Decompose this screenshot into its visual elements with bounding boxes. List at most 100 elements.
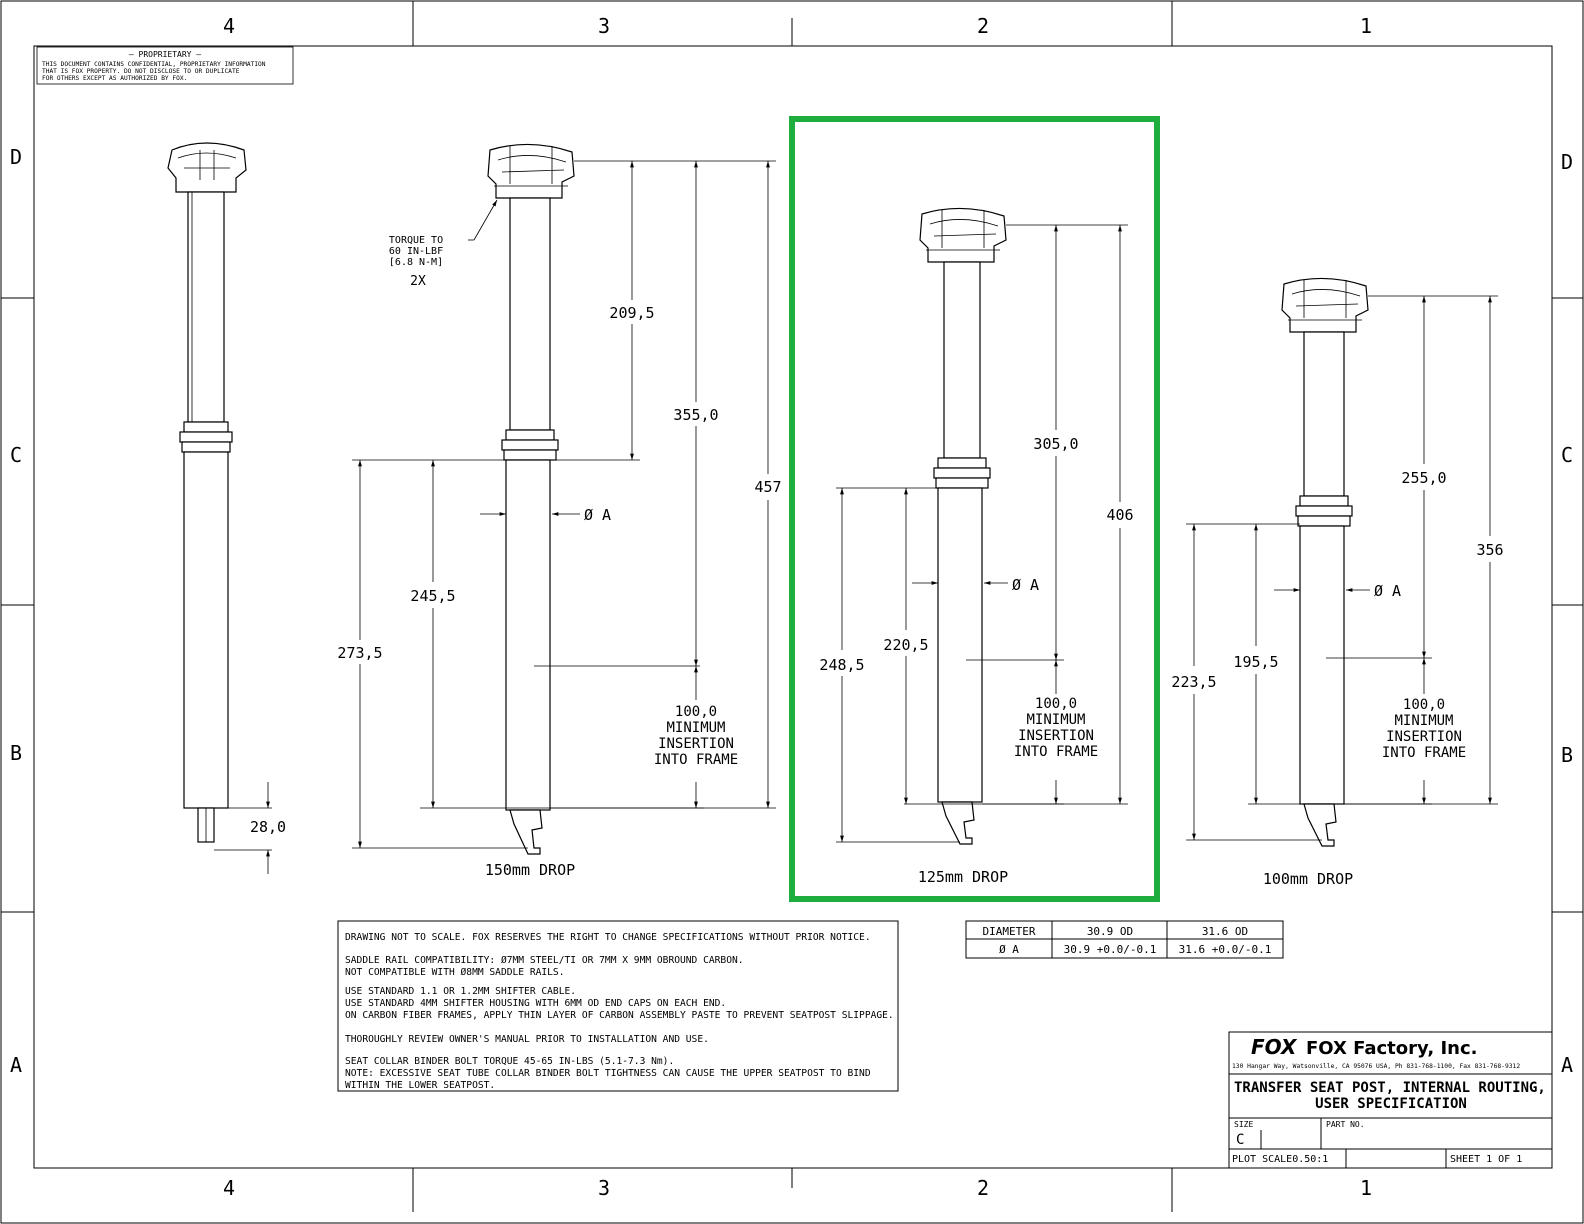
zone-row-b-right: B [1561, 743, 1573, 767]
dims-100mm: 255,0 356 195,5 223,5 Ø A 100,0 MINIMUM … [1171, 295, 1504, 841]
zone-col-4-top: 4 [223, 14, 235, 38]
dim-406: 406 [1106, 506, 1133, 524]
zone-row-d-left: D [10, 145, 22, 169]
table-header-diameter: DIAMETER [983, 925, 1036, 938]
title-block: FOX FOX Factory, Inc. 130 Hangar Way, Wa… [1228, 1031, 1553, 1169]
torque-qty: 2X [410, 274, 426, 289]
note-10: WITHIN THE LOWER SEATPOST. [345, 1080, 495, 1091]
insertion-125-line-2: MINIMUM [1026, 712, 1085, 728]
label-100mm-drop: 100mm DROP [1263, 870, 1353, 888]
insertion-125-line-3: INSERTION [1018, 728, 1094, 744]
zone-row-c-right: C [1561, 443, 1573, 467]
dim-355-0: 355,0 [673, 406, 718, 424]
insertion-150-line-4: INTO FRAME [654, 752, 738, 768]
zone-row-c-left: C [10, 443, 22, 467]
note-2: SADDLE RAIL COMPATIBILITY: Ø7MM STEEL/TI… [345, 954, 744, 966]
label-125mm-drop: 125mm DROP [918, 868, 1008, 886]
dim-125-dia: Ø A [1012, 576, 1039, 594]
zone-col-2-bottom: 2 [977, 1176, 989, 1200]
note-9: NOTE: EXCESSIVE SEAT TUBE COLLAR BINDER … [345, 1068, 871, 1079]
drawing-frame [33, 45, 1553, 1169]
dim-305-0: 305,0 [1033, 435, 1078, 453]
dim-150-dia: Ø A [584, 506, 611, 524]
proprietary-title: — PROPRIETARY — [129, 50, 201, 59]
table-header-31-6: 31.6 OD [1202, 925, 1248, 938]
zone-col-2-top: 2 [977, 14, 989, 38]
note-5: USE STANDARD 4MM SHIFTER HOUSING WITH 6M… [345, 998, 726, 1009]
zone-row-d-right: D [1561, 150, 1573, 174]
table-header-30-9: 30.9 OD [1087, 925, 1133, 938]
proprietary-line-3: FOR OTHERS EXCEPT AS AUTHORIZED BY FOX. [42, 75, 187, 82]
seatpost-150mm-view [487, 143, 575, 855]
dims-125mm: 305,0 406 220,5 248,5 Ø A 100,0 MINIMUM … [819, 224, 1134, 843]
size-value: C [1236, 1132, 1244, 1148]
dim-245-5: 245,5 [410, 587, 455, 605]
dim-356: 356 [1476, 541, 1503, 559]
torque-callout: TORQUE TO 60 IN-LBF [6.8 N-M] 2X [389, 199, 498, 289]
proprietary-line-2: THAT IS FOX PROPERTY. DO NOT DISCLOSE TO… [42, 68, 240, 75]
insertion-150-line-3: INSERTION [658, 736, 734, 752]
note-6: ON CARBON FIBER FRAMES, APPLY THIN LAYER… [345, 1010, 894, 1021]
zone-col-1-bottom: 1 [1360, 1176, 1372, 1200]
torque-line-3: [6.8 N-M] [389, 257, 443, 268]
plot-scale: PLOT SCALE0.50:1 [1232, 1154, 1328, 1165]
dim-248-5: 248,5 [819, 656, 864, 674]
dim-bottom-28: 28,0 [214, 782, 286, 874]
dim-273-5: 273,5 [337, 644, 382, 662]
seatpost-125mm-view [919, 207, 1007, 845]
insertion-100-line-1: 100,0 [1403, 697, 1445, 713]
sheet-number: SHEET 1 OF 1 [1450, 1154, 1522, 1165]
zone-col-1-top: 1 [1360, 14, 1372, 38]
dim-223-5: 223,5 [1171, 673, 1216, 691]
seatpost-100mm-view [1281, 277, 1369, 847]
table-cell-31-6-tol: 31.6 +0.0/-0.1 [1179, 943, 1272, 956]
insertion-125-line-4: INTO FRAME [1014, 744, 1098, 760]
dim-28-label: 28,0 [250, 818, 286, 836]
note-7: THOROUGHLY REVIEW OWNER'S MANUAL PRIOR T… [345, 1034, 709, 1045]
note-3: NOT COMPATIBLE WITH Ø8MM SADDLE RAILS. [345, 966, 565, 978]
dim-457: 457 [754, 478, 781, 496]
size-label: SIZE [1234, 1120, 1253, 1129]
proprietary-line-1: THIS DOCUMENT CONTAINS CONFIDENTIAL, PRO… [42, 61, 266, 68]
fox-logo: FOX [1251, 1035, 1298, 1059]
zone-row-a-left: A [10, 1053, 22, 1077]
torque-line-1: TORQUE TO [389, 235, 443, 246]
torque-line-2: 60 IN-LBF [389, 246, 443, 257]
company-name: FOX Factory, Inc. [1306, 1038, 1477, 1059]
dim-100-dia: Ø A [1374, 582, 1401, 600]
insertion-100-line-2: MINIMUM [1394, 713, 1453, 729]
part-no-label: PART NO. [1326, 1120, 1365, 1129]
drawing-title-2: USER SPECIFICATION [1315, 1096, 1467, 1112]
insertion-150-line-2: MINIMUM [666, 720, 725, 736]
seatpost-side-view [167, 142, 247, 843]
dim-195-5: 195,5 [1233, 653, 1278, 671]
proprietary-notice: — PROPRIETARY — THIS DOCUMENT CONTAINS C… [36, 46, 294, 85]
insertion-100-line-4: INTO FRAME [1382, 745, 1466, 761]
note-4: USE STANDARD 1.1 OR 1.2MM SHIFTER CABLE. [345, 986, 576, 997]
company-address: 130 Hangar Way, Watsonville, CA 95076 US… [1232, 1063, 1520, 1070]
highlight-125mm-box [789, 116, 1160, 902]
diameter-table: DIAMETER 30.9 OD 31.6 OD Ø A 30.9 +0.0/-… [965, 920, 1284, 959]
zone-row-b-left: B [10, 741, 22, 765]
zone-col-3-top: 3 [598, 14, 610, 38]
table-cell-dia-a: Ø A [999, 943, 1019, 956]
zone-col-3-bottom: 3 [598, 1176, 610, 1200]
insertion-150-line-1: 100,0 [675, 704, 717, 720]
dim-255-0: 255,0 [1401, 469, 1446, 487]
drawing-title-1: TRANSFER SEAT POST, INTERNAL ROUTING, [1234, 1080, 1546, 1096]
note-1: DRAWING NOT TO SCALE. FOX RESERVES THE R… [345, 932, 871, 943]
dim-209-5: 209,5 [609, 304, 654, 322]
label-150mm-drop: 150mm DROP [485, 861, 575, 879]
insertion-125-line-1: 100,0 [1035, 696, 1077, 712]
insertion-100-line-3: INSERTION [1386, 729, 1462, 745]
dim-220-5: 220,5 [883, 636, 928, 654]
table-cell-30-9-tol: 30.9 +0.0/-0.1 [1064, 943, 1157, 956]
dims-150mm: 209,5 355,0 457 245,5 273,5 Ø A 100,0 MI… [337, 160, 782, 849]
note-8: SEAT COLLAR BINDER BOLT TORQUE 45-65 IN-… [345, 1056, 674, 1067]
notes-box: DRAWING NOT TO SCALE. FOX RESERVES THE R… [337, 920, 899, 1092]
zone-col-4-bottom: 4 [223, 1176, 235, 1200]
zone-row-a-right: A [1561, 1053, 1573, 1077]
